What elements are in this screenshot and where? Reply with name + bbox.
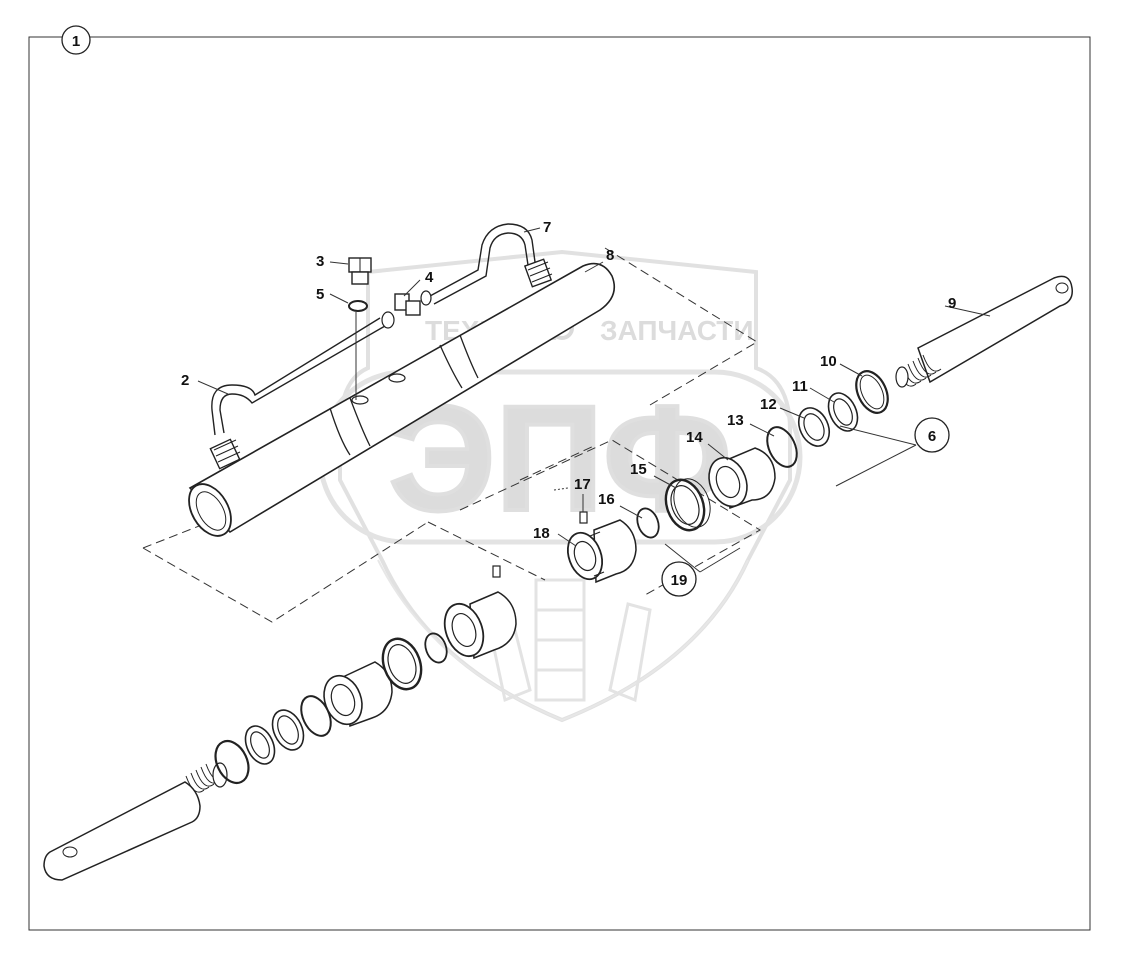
group-label-6: 6	[928, 428, 936, 445]
diagram-frame	[28, 36, 1091, 931]
part-label-16: 16	[598, 491, 615, 508]
pipe-fitting-lower	[209, 438, 241, 470]
fitting-part-4	[381, 290, 432, 329]
o-ring-part-5	[348, 300, 368, 312]
part-label-12: 12	[760, 396, 777, 413]
cylinder-barrel	[188, 262, 616, 537]
part-labels: 2 3 4 5 7 8 9 10 11 12 13 14 15 16 17 18	[181, 219, 956, 542]
part-label-7: 7	[543, 219, 551, 236]
part-label-14: 14	[686, 429, 703, 446]
piston-part-18	[566, 519, 637, 584]
assembly-number-badge: 1	[61, 25, 91, 55]
callout-leaders	[197, 227, 991, 573]
part-label-17: 17	[574, 476, 591, 493]
o-ring-part-16	[636, 507, 660, 539]
group-label-19: 19	[671, 572, 688, 589]
seal-part-15	[664, 478, 711, 532]
wiper-part-12	[797, 407, 831, 447]
part-label-10: 10	[820, 353, 837, 370]
bushing-part-11	[827, 392, 859, 432]
watermark-text-right: ЗАПЧАСТИ	[600, 315, 753, 346]
part-label-18: 18	[533, 525, 550, 542]
part-label-15: 15	[630, 461, 647, 478]
part-label-13: 13	[727, 412, 744, 429]
set-screw-part-17	[553, 487, 588, 524]
group-labels: 6 19	[661, 417, 950, 597]
assembly-number: 1	[72, 33, 80, 50]
pipe-fitting-upper	[523, 258, 553, 288]
pipe-part-2	[211, 317, 386, 436]
part-label-8: 8	[606, 247, 614, 264]
lower-seal-stack	[214, 565, 517, 785]
part-label-9: 9	[948, 295, 956, 312]
piston-rod-left	[43, 762, 228, 881]
part-label-11: 11	[792, 378, 808, 395]
part-label-5: 5	[316, 286, 324, 303]
o-ring-part-13	[766, 426, 798, 468]
pipe-part-7	[429, 223, 536, 305]
part-label-4: 4	[425, 269, 434, 286]
retaining-ring-part-10	[855, 370, 889, 414]
part-label-2: 2	[181, 372, 189, 389]
part-label-3: 3	[316, 253, 324, 270]
gland-part-14	[708, 447, 776, 510]
piston-rod-right	[895, 275, 1073, 388]
fitting-part-3	[348, 257, 372, 285]
